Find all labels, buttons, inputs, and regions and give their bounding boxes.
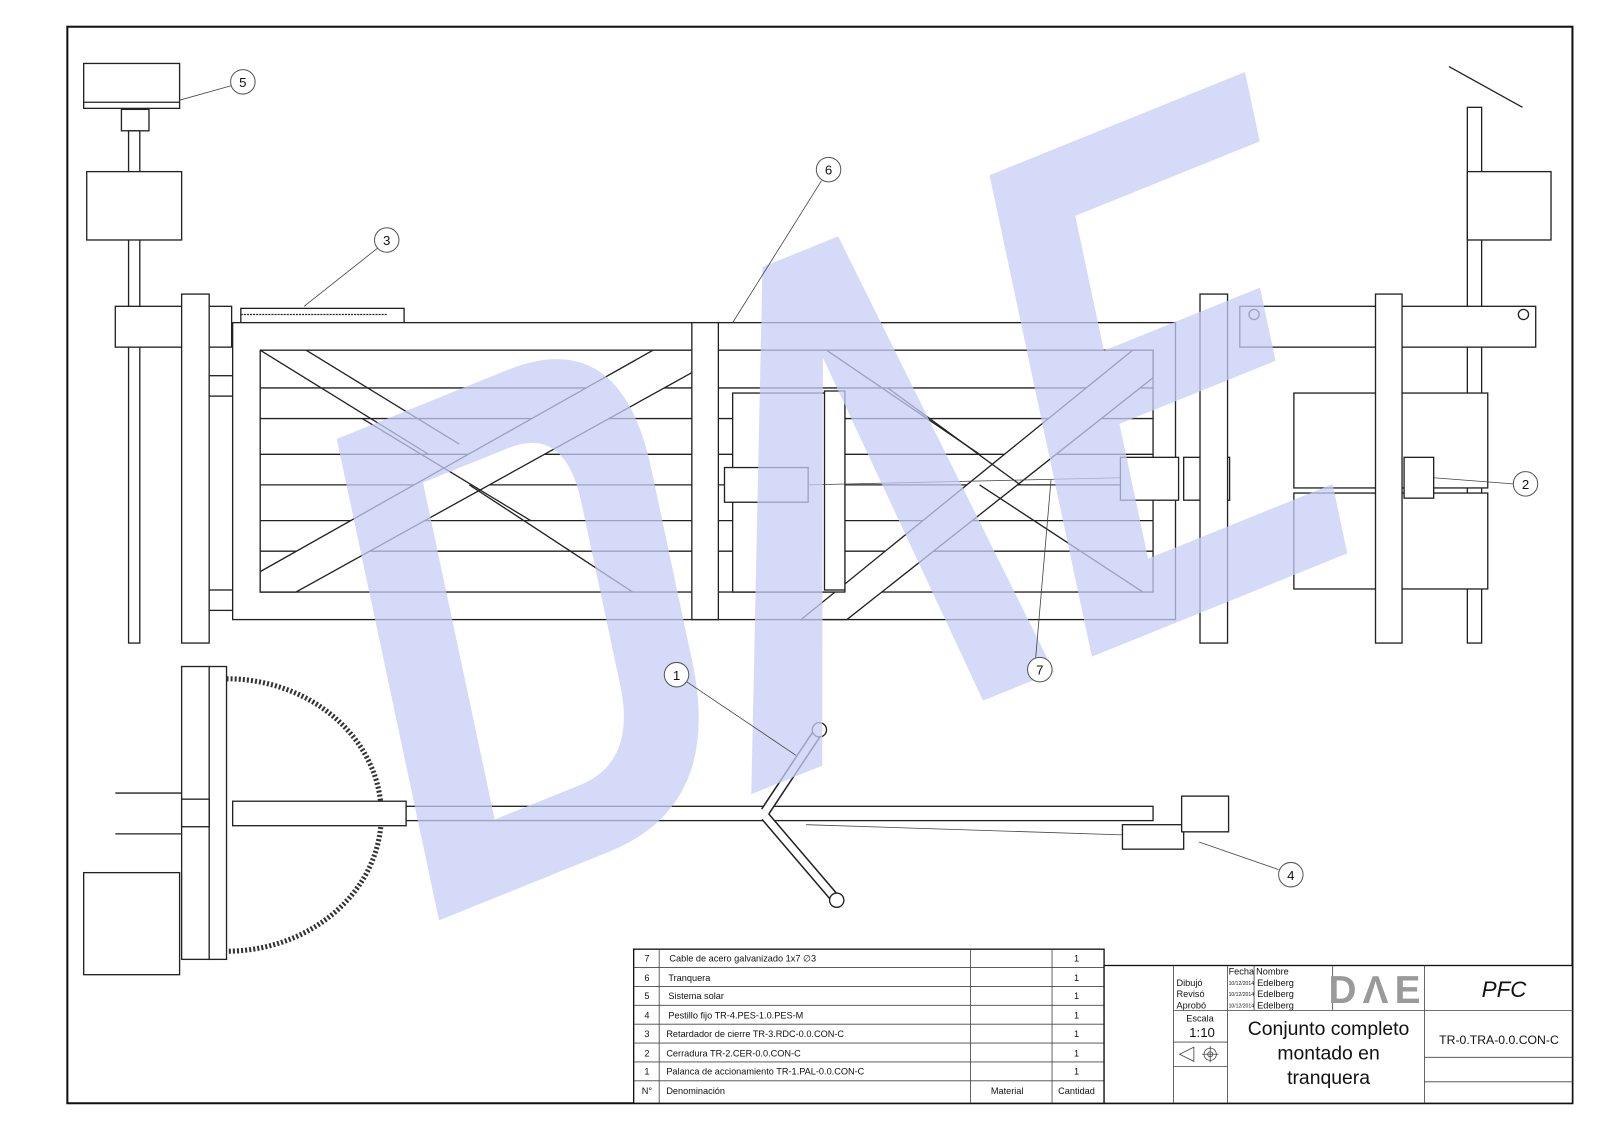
svg-text:1: 1 [1074,1048,1079,1058]
svg-text:6: 6 [644,973,649,983]
svg-text:3: 3 [644,1029,649,1039]
svg-text:Edelberg: Edelberg [1257,978,1294,988]
plan-view [83,665,1230,976]
svg-text:Sistema solar: Sistema solar [668,991,724,1001]
parts-row-1: 1 Palanca de accionamiento TR-1.PAL-0.0.C… [644,1067,1079,1077]
svg-text:7: 7 [1036,663,1043,678]
svg-text:10/12/2014: 10/12/2014 [1229,1003,1255,1009]
latch-plan [1121,824,1185,850]
projection-symbol-icon [1178,1046,1219,1063]
parts-row-5: 5 Sistema solar 1 [644,991,1079,1001]
battery-box-right [1466,170,1552,241]
svg-text:Dibujó: Dibujó [1177,978,1203,988]
solar-pole-left [127,130,141,644]
svg-text:Material: Material [991,1086,1024,1096]
svg-text:2: 2 [1522,477,1529,492]
drawing-code: TR-0.TRA-0.0.CON-C [1439,1033,1559,1047]
svg-text:Cantidad: Cantidad [1058,1086,1095,1096]
project-label: PFC [1482,977,1528,1002]
svg-text:Retardador de cierre TR-3.RDC-: Retardador de cierre TR-3.RDC-0.0.CON-C [666,1029,844,1039]
solar-panel-left [83,62,181,110]
nombre-label: Nombre [1256,967,1289,977]
parts-row-7: 7 Cable de acero galvanizado 1x7 ∅3 1 [644,953,1079,963]
hinge-post [180,293,210,644]
balloon-5: 5 [230,69,256,95]
svg-text:4: 4 [1287,868,1294,883]
parts-row-3: 3 Retardador de cierre TR-3.RDC-0.0.CON-C… [644,1029,1079,1039]
svg-text:4: 4 [644,1011,649,1021]
svg-text:Palanca de accionamiento TR-1.: Palanca de accionamiento TR-1.PAL-0.0.CO… [666,1067,864,1077]
svg-text:2: 2 [644,1048,649,1058]
svg-text:1: 1 [644,1067,649,1077]
solar-box-plan [83,871,181,976]
lock-side [1403,456,1435,499]
svg-text:1: 1 [1074,953,1079,963]
balloon-7: 7 [1027,656,1053,683]
balloon-3: 3 [373,227,400,253]
parts-row-4: 4 Pestillo fijo TR-4.PES-1.0.PES-M 1 [644,1011,1079,1021]
svg-text:5: 5 [239,75,246,90]
svg-text:Tranquera: Tranquera [668,973,711,983]
svg-text:montado en: montado en [1277,1042,1379,1064]
scale-value: 1:10 [1189,1025,1215,1040]
svg-text:Aprobó: Aprobó [1177,1000,1207,1010]
svg-text:5: 5 [644,991,649,1001]
gate-middle-stile [691,321,720,621]
svg-text:3: 3 [383,233,390,248]
svg-text:Denominación: Denominación [666,1086,725,1096]
svg-text:10/12/2014: 10/12/2014 [1229,992,1255,998]
balloon-4: 4 [1278,861,1304,888]
svg-text:Cable de acero galvanizado 1x7: Cable de acero galvanizado 1x7 ∅3 [669,953,816,963]
svg-text:7: 7 [644,953,649,963]
svg-text:Edelberg: Edelberg [1257,989,1294,999]
leader-lines [179,85,1514,870]
parts-row-2: 2 Cerradura TR-2.CER-0.0.CON-C 1 [644,1048,1079,1058]
svg-text:10/12/2014: 10/12/2014 [1229,981,1255,987]
parts-list: 7 Cable de acero galvanizado 1x7 ∅3 1 6 Tra… [633,948,1105,1104]
balloon-6: 6 [815,156,842,183]
dae-logo: DΛE [1329,969,1427,1012]
svg-text:1: 1 [1074,1029,1079,1039]
solar-panel-right [1448,65,1523,108]
svg-text:Conjunto completo: Conjunto completo [1248,1018,1410,1040]
drawing-title: Conjunto completo montado en tranquera [1248,1018,1410,1089]
parts-header: N° Denominación Material Cantidad [642,1086,1095,1096]
hinge-bracket [114,305,233,348]
svg-text:1: 1 [1074,1011,1079,1021]
svg-text:1: 1 [673,668,680,683]
svg-text:Pestillo fijo TR-4.PES-1.0.PES: Pestillo fijo TR-4.PES-1.0.PES-M [668,1011,803,1021]
watermark-logo [336,72,1348,921]
svg-text:Revisó: Revisó [1177,989,1205,999]
battery-box-left [86,170,183,241]
svg-text:tranquera: tranquera [1287,1067,1370,1089]
svg-text:1: 1 [1074,991,1079,1001]
svg-text:1: 1 [1074,973,1079,983]
side-post [1374,293,1403,644]
scale-label: Escala [1186,1014,1214,1024]
svg-text:1: 1 [1074,1067,1079,1077]
svg-text:6: 6 [825,163,832,178]
svg-text:N°: N° [642,1086,653,1096]
balloons: 1 2 3 4 5 6 7 [230,69,1539,888]
fecha-label: Fecha [1229,967,1255,977]
balloon-2: 2 [1512,471,1539,497]
svg-text:Cerradura TR-2.CER-0.0.CON-C: Cerradura TR-2.CER-0.0.CON-C [666,1048,801,1058]
balloon-1: 1 [663,661,690,688]
svg-text:Edelberg: Edelberg [1257,1000,1294,1010]
parts-row-6: 6 Tranquera 1 [644,973,1079,983]
